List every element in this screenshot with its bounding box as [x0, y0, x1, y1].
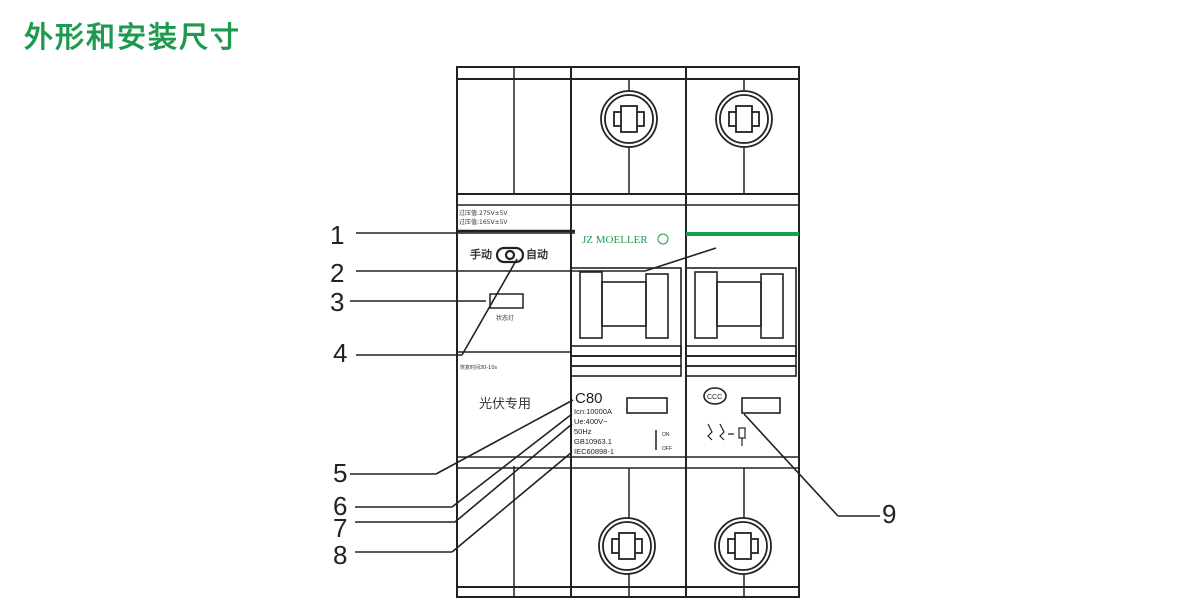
ccc-mark-icon	[703, 387, 727, 405]
off-label: OFF	[662, 446, 672, 452]
callout-9: 9	[882, 499, 896, 529]
callout-3: 3	[330, 287, 344, 317]
pv-label: 光伏专用	[479, 397, 531, 412]
brand-emblem-icon	[657, 233, 669, 245]
ue-label: Ue:400V~	[574, 417, 608, 426]
callout-8: 8	[333, 540, 347, 570]
on-label: ON	[662, 432, 670, 438]
callout-leaders	[350, 232, 880, 553]
callout-7: 7	[333, 513, 347, 543]
rating-label: C80	[575, 390, 603, 407]
callout-6: 6	[333, 491, 347, 521]
status-light	[489, 293, 524, 309]
status-light-label: 状态灯	[496, 314, 514, 322]
toggle-handle[interactable]	[570, 267, 682, 377]
terminal-screw-icon	[715, 90, 773, 148]
recovery-time: 恢复时间30-10s	[460, 364, 498, 371]
callout-5: 5	[333, 458, 347, 488]
callout-1: 1	[330, 220, 344, 250]
circuit-symbol-icon	[707, 423, 746, 446]
overvoltage-line2: 过压值:165V±5V	[459, 218, 508, 226]
freq-label: 50Hz	[574, 427, 592, 436]
callout-4: 4	[333, 338, 347, 368]
indicator-window	[741, 397, 781, 414]
brand-logo: JZ MOELLER	[582, 234, 648, 246]
terminal-screw-icon	[600, 90, 658, 148]
indicator-window	[626, 397, 668, 414]
page-title: 外形和安装尺寸	[24, 20, 242, 54]
mode-switch[interactable]	[495, 246, 525, 264]
terminal-screw-icon	[598, 517, 656, 575]
std1-label: GB10963.1	[574, 437, 612, 446]
std2-label: IEC60898-1	[574, 447, 614, 456]
toggle-handle[interactable]	[685, 267, 797, 377]
callout-2: 2	[330, 258, 344, 288]
overvoltage-line1: 过压值:275V±5V	[459, 209, 508, 217]
mode-manual-label: 手动	[470, 247, 492, 261]
terminal-screw-icon	[714, 517, 772, 575]
ccc-mark: CCC	[707, 394, 722, 401]
icn-label: Icn:10000A	[574, 407, 612, 416]
mode-auto-label: 自动	[526, 247, 548, 261]
